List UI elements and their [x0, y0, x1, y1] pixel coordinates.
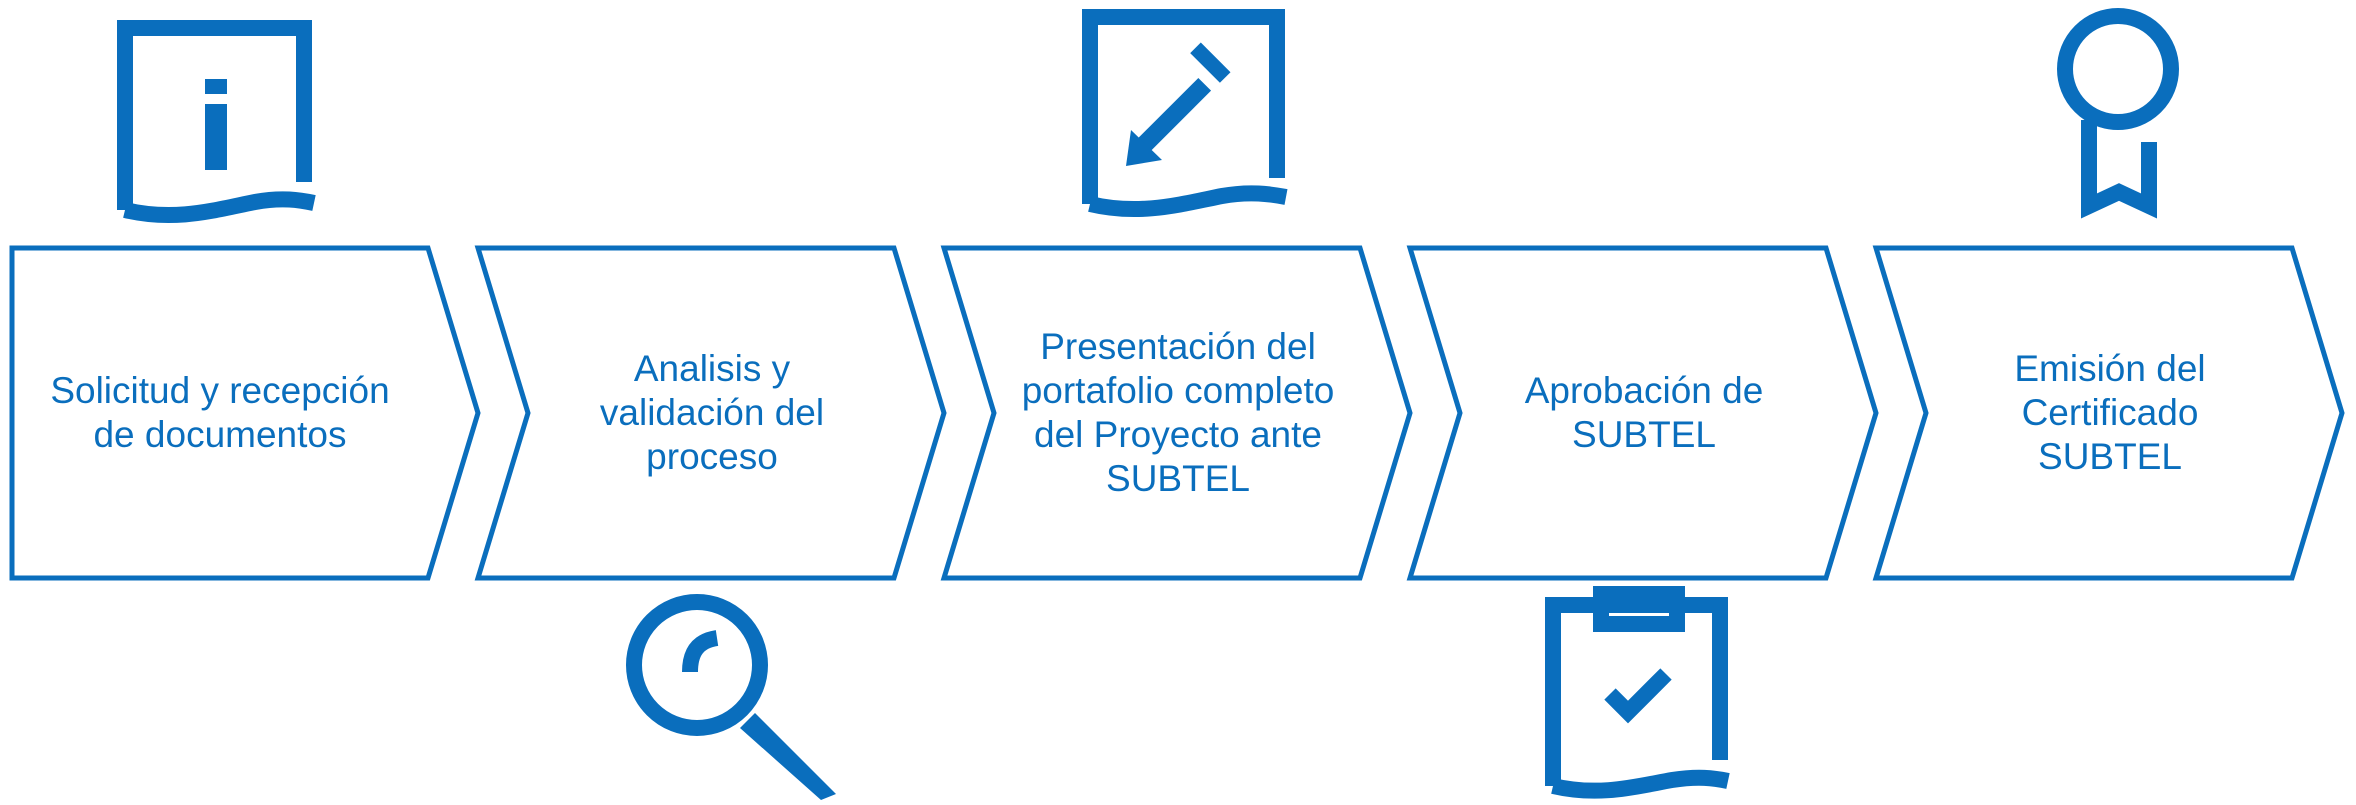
- ribbon-award-icon: [2057, 8, 2179, 219]
- edit-document-icon: [1082, 9, 1288, 218]
- step-4-label-text: Aprobación de SUBTEL: [1524, 370, 1764, 455]
- step-1-label: Solicitud y recepción de documentos: [50, 248, 390, 578]
- info-document-icon: [117, 20, 316, 224]
- step-2-chevron: [474, 245, 947, 581]
- step-3-label: Presentación del portafolio completo del…: [1000, 248, 1356, 578]
- step-2-label-text: Analisis y validación del proceso: [599, 348, 825, 477]
- clipboard-check-icon: [1545, 586, 1730, 799]
- step-5-chevron: [1872, 245, 2345, 581]
- step-2-label: Analisis y validación del proceso: [542, 248, 882, 578]
- step-3-label-text: Presentación del portafolio completo del…: [1021, 326, 1335, 499]
- step-1-chevron: [9, 245, 481, 581]
- step-5-label-text: Emisión del Certificado SUBTEL: [2014, 348, 2206, 477]
- step-1-label-text: Solicitud y recepción de documentos: [50, 370, 390, 455]
- step-4-label: Aprobación de SUBTEL: [1474, 248, 1814, 578]
- magnifier-icon: [626, 594, 836, 800]
- step-5-label: Emisión del Certificado SUBTEL: [1940, 248, 2280, 578]
- step-4-chevron: [1406, 245, 1879, 581]
- step-3-chevron: [940, 245, 1413, 581]
